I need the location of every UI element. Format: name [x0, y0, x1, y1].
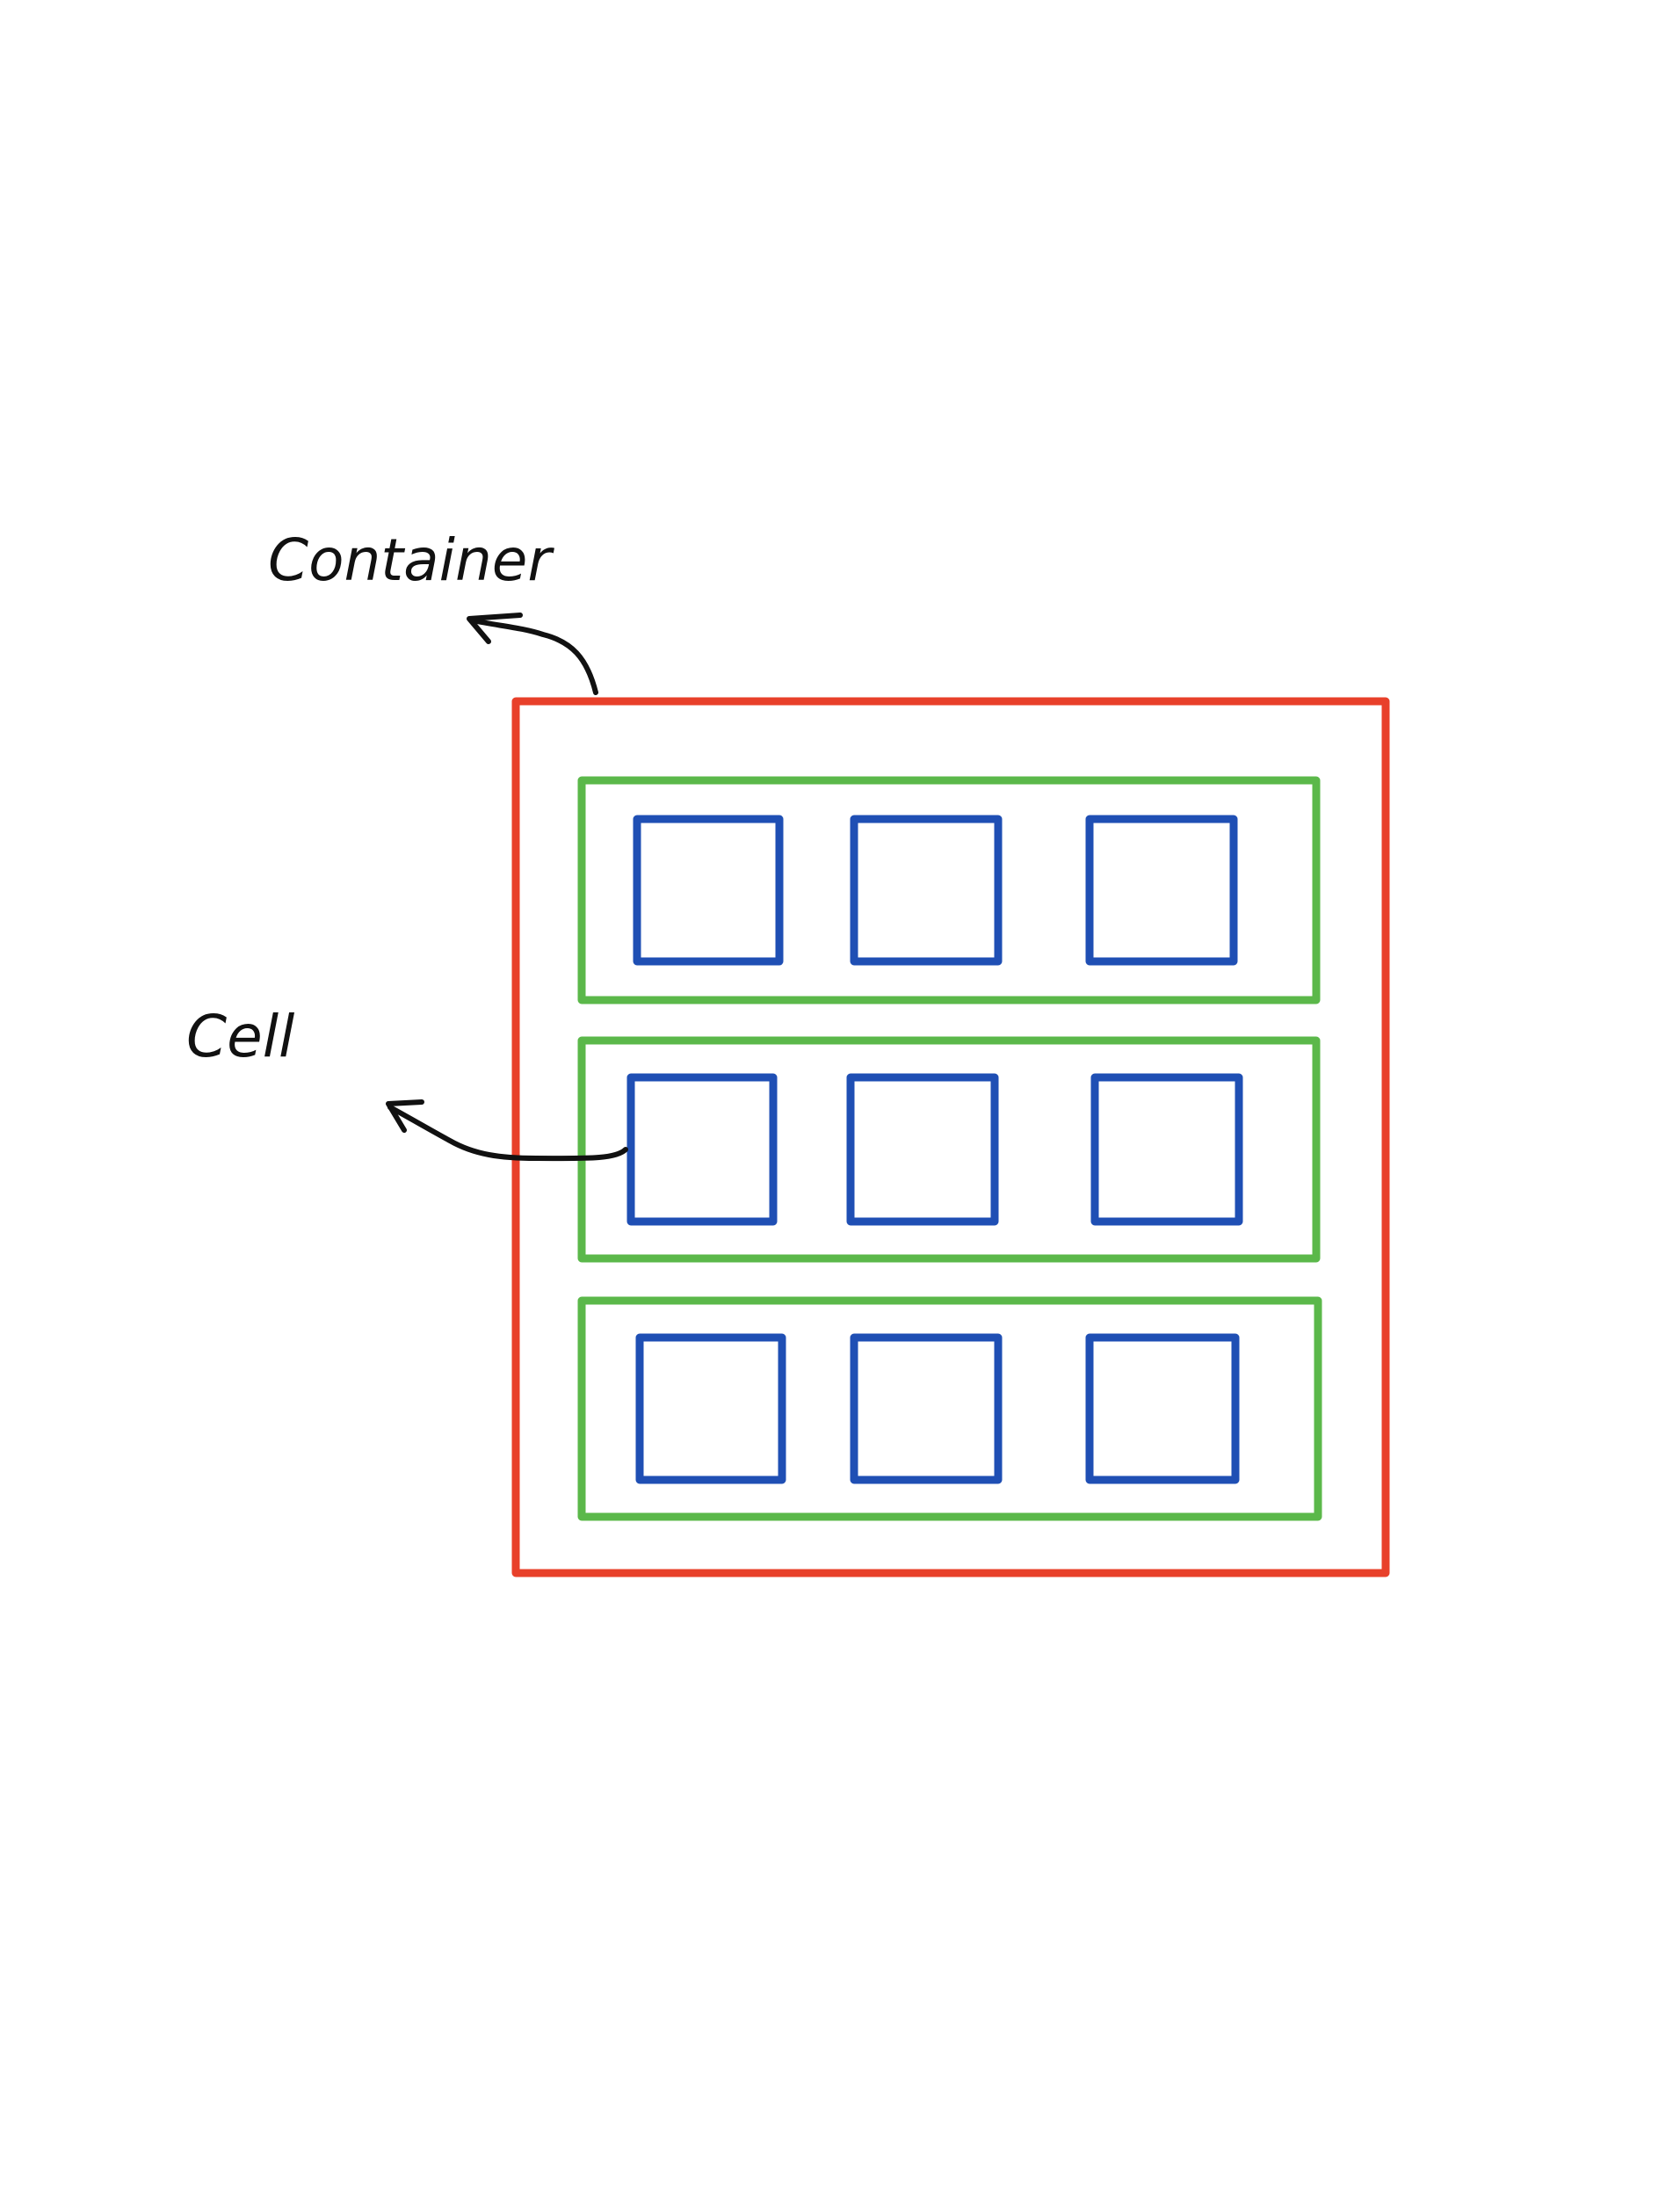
container-arrowhead [467, 613, 523, 644]
cell-box-r3-c1 [635, 1333, 786, 1484]
row-box-3 [577, 1296, 1322, 1521]
container-label: Container [268, 526, 554, 594]
cell-box-r1-c2 [850, 815, 1003, 966]
row-box-2 [577, 1036, 1321, 1263]
cell-label: Cell [186, 1003, 295, 1070]
cell-box-r2-c2 [846, 1073, 999, 1226]
cell-box-r1-c1 [633, 815, 784, 966]
cell-box-r3-c3 [1085, 1333, 1240, 1484]
cell-box-r1-c3 [1085, 815, 1238, 966]
cell-box-r3-c2 [850, 1333, 1003, 1484]
cell-box-r2-c1 [626, 1073, 778, 1226]
row-box-1 [577, 776, 1321, 1004]
container-box [511, 697, 1390, 1577]
cell-arrow [387, 1105, 628, 1162]
cell-arrowhead [386, 1099, 424, 1133]
cell-box-r2-c3 [1090, 1073, 1243, 1226]
container-arrow [470, 618, 598, 695]
